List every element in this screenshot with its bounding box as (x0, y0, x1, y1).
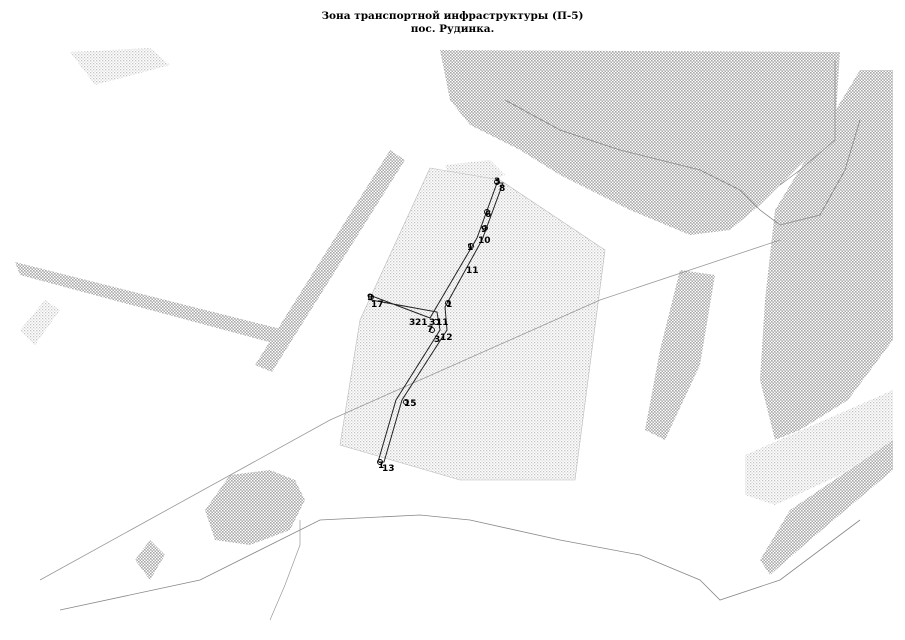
point-label: 3 (429, 318, 435, 328)
point-label: 13 (382, 464, 395, 474)
point-label: 9 (481, 225, 487, 235)
land-strip-far-right (760, 440, 893, 575)
land-strip-left (15, 262, 285, 345)
point-label: 3 (409, 318, 415, 328)
land-parcel-top-left (70, 48, 170, 85)
road-diagonal-left (255, 150, 405, 372)
river-bank (504, 99, 861, 226)
point-label: 11 (436, 318, 449, 328)
map-title-line2: пос. Рудинка. (410, 23, 495, 35)
point-label: 10 (478, 236, 491, 246)
point-label: 9 (367, 293, 373, 303)
point-label: 11 (466, 266, 479, 276)
point-labels: 3 8 6 9 10 1 11 1 9 17 3 21 3 11 7 12 3 … (367, 177, 505, 474)
map-title-line1: Зона транспортной инфраструктуры (П-5) (321, 10, 584, 22)
point-label: 21 (415, 318, 428, 328)
point-label: 1 (446, 300, 452, 310)
land-parcel-left-small (20, 300, 60, 345)
point-label: 1 (378, 461, 384, 471)
road-lower-left (269, 520, 301, 621)
road-diagonal-long (39, 239, 781, 581)
zone-p5-outline[interactable] (370, 182, 504, 463)
boundary-line-bottom (59, 514, 861, 611)
point-label: 15 (404, 399, 417, 409)
zone-p5-area[interactable] (339, 167, 606, 481)
land-parcel-right (760, 70, 893, 440)
point-markers (368, 179, 500, 465)
point-label: 7 (427, 325, 433, 335)
land-parcel-top-right (440, 50, 840, 235)
point-label: 17 (371, 300, 384, 310)
land-parcel-bottom-left (205, 470, 305, 545)
point-label: 6 (485, 210, 491, 220)
land-parcel-mid-right (645, 270, 715, 440)
map-title: Зона транспортной инфраструктуры (П-5) п… (0, 10, 905, 36)
land-parcel-bottom-left-2 (135, 540, 165, 580)
point-label: 3 (434, 335, 440, 345)
point-label: 8 (499, 184, 505, 194)
point-label: 12 (440, 333, 453, 343)
point-label: 1 (467, 243, 473, 253)
point-label: 3 (494, 177, 500, 187)
land-parcel-bottom-right (745, 390, 893, 505)
river-bank-right (779, 60, 836, 186)
